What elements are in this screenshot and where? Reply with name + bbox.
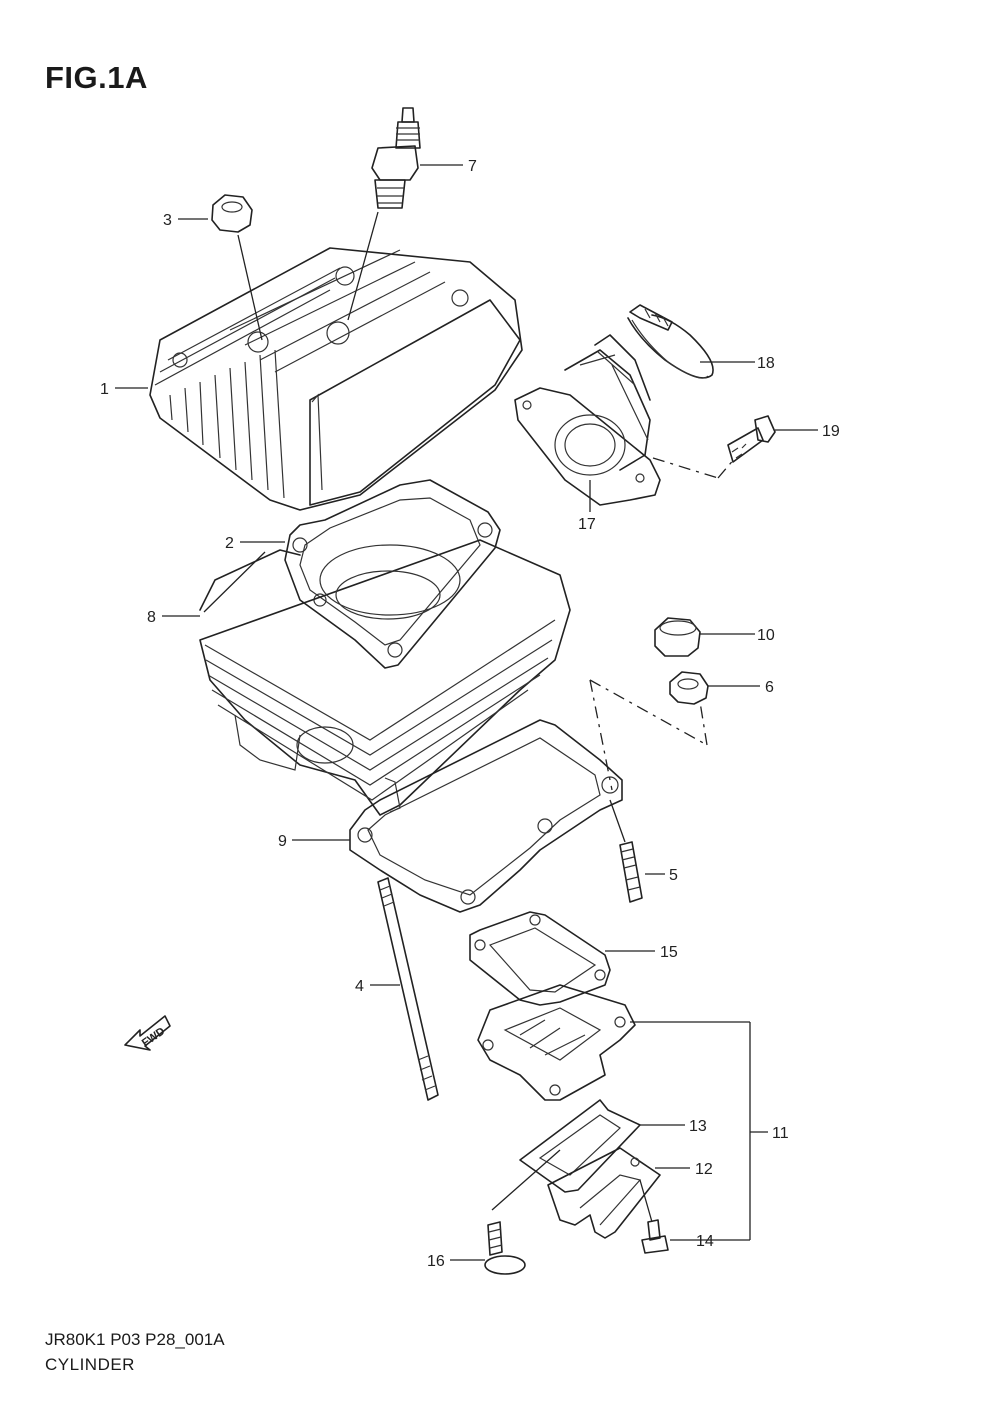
callout-8: 8 xyxy=(147,609,156,626)
reed-gasket-drawing xyxy=(469,911,611,1006)
fwd-label: FWD xyxy=(140,1025,167,1049)
callout-18: 18 xyxy=(757,355,775,372)
callout-12: 12 xyxy=(695,1161,713,1178)
fwd-arrow-icon: FWD xyxy=(124,1015,171,1051)
head-gasket-drawing xyxy=(284,479,501,669)
callout-17: 17 xyxy=(578,516,596,533)
hose-clamp-drawing xyxy=(627,304,714,379)
long-stud-drawing xyxy=(377,877,439,1101)
base-nut-drawing xyxy=(669,671,709,705)
cap-drawing xyxy=(654,617,701,657)
screw-drawing xyxy=(484,1221,526,1275)
callout-7: 7 xyxy=(468,158,477,175)
cylinder-block-drawing xyxy=(199,539,571,816)
callout-11: 11 xyxy=(772,1125,789,1142)
callout-19: 19 xyxy=(822,423,840,440)
reed-valve-drawing xyxy=(477,984,636,1101)
callout-4: 4 xyxy=(355,978,364,995)
drawing-code: JR80K1 P03 P28_001A xyxy=(45,1330,225,1349)
callout-3: 3 xyxy=(163,212,172,229)
small-screw-drawing xyxy=(641,1219,669,1254)
figure-title: FIG.1A xyxy=(45,60,148,95)
callout-numbers: 1 2 3 4 5 6 7 8 9 10 11 12 13 14 15 16 1… xyxy=(100,158,840,1270)
reed-petal-drawing xyxy=(547,1147,661,1239)
reed-stopper-drawing xyxy=(519,1099,641,1193)
callout-2: 2 xyxy=(225,535,234,552)
callout-14: 14 xyxy=(696,1233,714,1250)
callout-9: 9 xyxy=(278,833,287,850)
leader-lines xyxy=(115,164,818,1261)
callout-10: 10 xyxy=(757,627,775,644)
base-gasket-drawing xyxy=(349,719,623,913)
intake-bolt-drawing xyxy=(727,415,776,463)
callout-16: 16 xyxy=(427,1253,445,1270)
cylinder-head-drawing xyxy=(149,247,523,511)
callout-1: 1 xyxy=(100,381,109,398)
callout-15: 15 xyxy=(660,944,678,961)
callout-6: 6 xyxy=(765,679,774,696)
callout-5: 5 xyxy=(669,867,678,884)
intake-pipe-drawing xyxy=(514,334,661,506)
drawing-caption: CYLINDER xyxy=(45,1355,135,1374)
head-nut-drawing xyxy=(211,194,253,233)
callout-13: 13 xyxy=(689,1118,707,1135)
spark-plug-drawing xyxy=(371,107,421,209)
short-stud-drawing xyxy=(619,841,643,903)
